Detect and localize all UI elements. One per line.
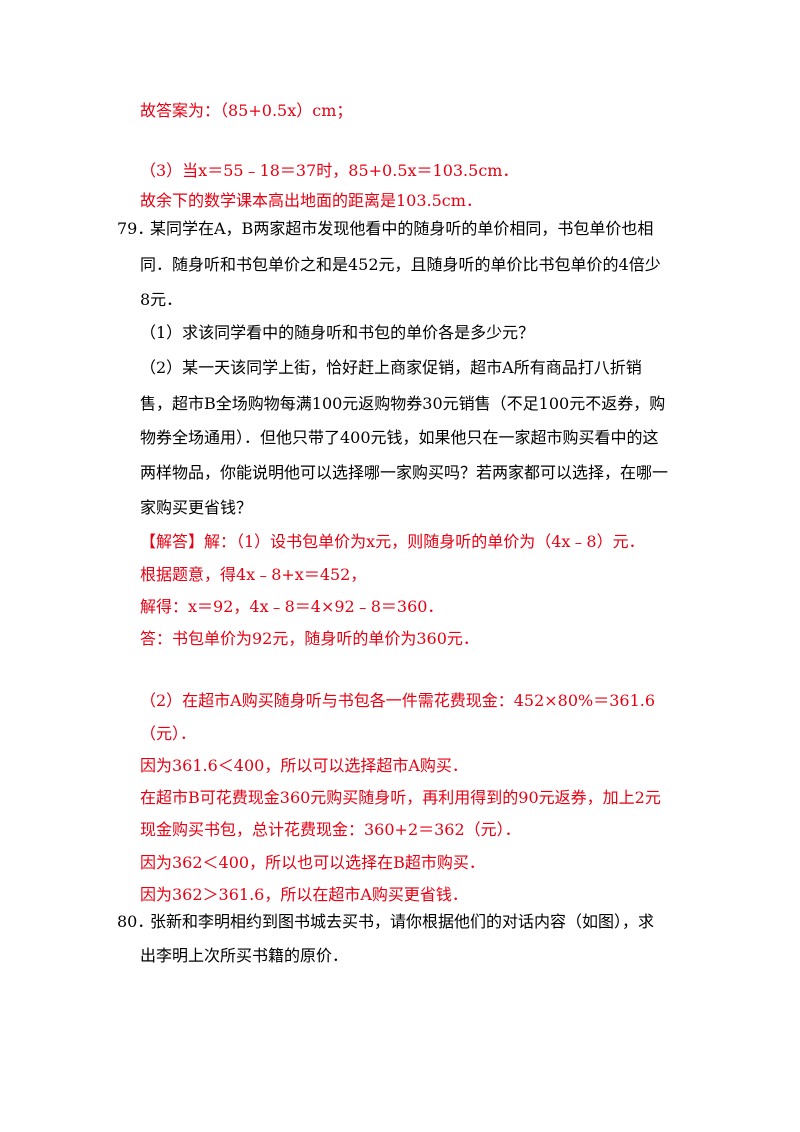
- question-part: （1）求该同学看中的随身听和书包的单价各是多少元？: [140, 323, 535, 342]
- question-stem: 8元．: [140, 290, 183, 309]
- question-number: 80．: [117, 912, 154, 931]
- solution-line: 根据题意，得4x﹣8+x＝452，: [140, 565, 367, 584]
- solution-line: （2）在超市A购买随身听与书包各一件需花费现金：452×80%＝361.6: [140, 691, 656, 710]
- question-stem: 出李明上次所买书籍的原价．: [140, 946, 349, 965]
- solution-line: （元）．: [140, 724, 197, 743]
- solution-line: 因为361.6＜400，所以可以选择超市A购买．: [140, 756, 468, 775]
- solution-line: 在超市B可花费现金360元购买随身听，再利用得到的90元返券，加上2元: [140, 788, 661, 807]
- solution-line: 因为362＜400，所以也可以选择在B超市购买．: [140, 853, 485, 872]
- answer-line: 故答案为：（85+0.5x）cm；: [140, 101, 353, 120]
- solution-line: 解得：x＝92，4x﹣8＝4×92﹣8＝360．: [140, 597, 444, 616]
- question-part: （2）某一天该同学上街，恰好赶上商家促销，超市A所有商品打八折销: [140, 358, 642, 377]
- answer-line: （3）当x＝55﹣18＝37时，85+0.5x＝103.5cm．: [140, 161, 519, 180]
- answer-line: 故余下的数学课本高出地面的距离是103.5cm．: [140, 191, 482, 210]
- question-part: 两样物品，你能说明他可以选择哪一家购买吗？若两家都可以选择，在哪一: [140, 463, 669, 482]
- question-part: 售，超市B全场购物每满100元返购物券30元销售（不足100元不返券，购: [140, 394, 666, 413]
- question-stem: 同．随身听和书包单价之和是452元，且随身听的单价比书包单价的4倍少: [140, 255, 661, 274]
- solution-line: 现金购买书包，总计花费现金：360+2＝362（元）．: [140, 820, 521, 839]
- question-stem: 某同学在A，B两家超市发现他看中的随身听的单价相同，书包单价也相: [150, 219, 654, 238]
- question-part: 家购买更省钱？: [140, 498, 253, 517]
- question-part: 物券全场通用）．但他只带了400元钱，如果他只在一家超市购买看中的这: [140, 428, 659, 447]
- question-stem: 张新和李明相约到图书城去买书，请你根据他们的对话内容（如图），求: [150, 912, 655, 931]
- solution-line: 因为362＞361.6，所以在超市A购买更省钱．: [140, 885, 468, 904]
- solution-line: 答：书包单价为92元，随身听的单价为360元．: [140, 629, 479, 648]
- solution-line: 【解答】解：（1）设书包单价为x元，则随身听的单价为（4x﹣8）元．: [140, 532, 645, 551]
- question-number: 79．: [117, 219, 154, 238]
